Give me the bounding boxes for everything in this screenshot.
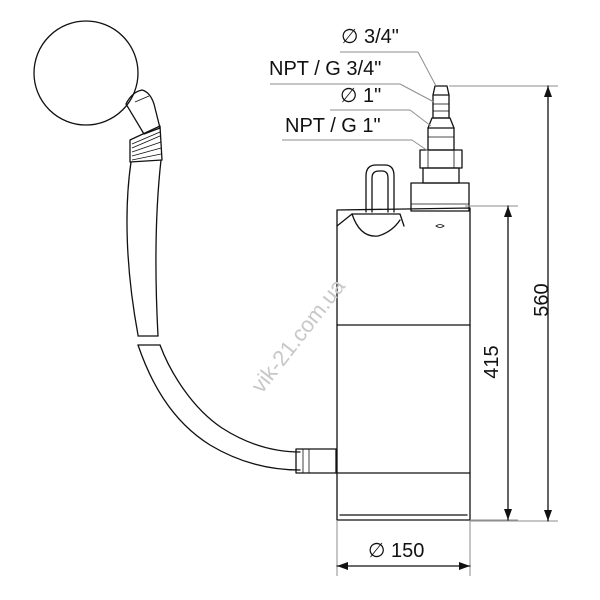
- cable-gland: [295, 448, 337, 474]
- label-thread-small: NPT / G 3/4": [269, 58, 382, 80]
- dimension-diameter: [336, 521, 471, 576]
- float-arm: [125, 89, 161, 135]
- label-outlet-large-diameter: ∅ 1": [340, 85, 382, 107]
- label-thread-large: NPT / G 1": [285, 115, 381, 137]
- discharge-head: [419, 85, 463, 184]
- dimension-total-height: [449, 85, 558, 522]
- label-total-height: 560: [531, 283, 553, 317]
- float-switch-ball: [33, 20, 139, 126]
- pump-body: [336, 164, 471, 521]
- outlet-leader-lines: [270, 51, 437, 152]
- dimension-body-height: [465, 205, 518, 521]
- label-outlet-small-diameter: ∅ 3/4": [341, 26, 399, 48]
- label-body-height: 415: [481, 345, 503, 379]
- label-body-diameter: ∅ 150: [368, 540, 425, 562]
- cable-coupling: [129, 125, 163, 163]
- float-cable: [126, 159, 301, 471]
